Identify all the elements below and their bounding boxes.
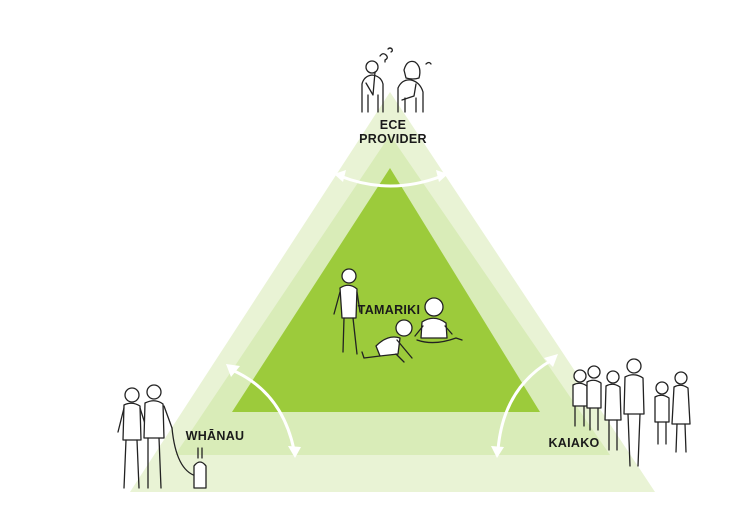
two-thinking-people-icon [361, 47, 432, 113]
label-provider: PROVIDER [359, 132, 427, 146]
playing-children-icon [333, 268, 463, 363]
group-of-teachers-icon [572, 358, 691, 467]
label-tamariki: TAMARIKI [358, 303, 421, 317]
inner-triangle [232, 168, 540, 412]
arrow-right [491, 354, 558, 458]
family-with-dog-icon [117, 384, 207, 489]
arrow-left [226, 364, 301, 458]
label-ece: ECE [380, 118, 407, 132]
label-whanau: WHĀNAU [186, 429, 245, 443]
arrow-top [334, 170, 448, 188]
label-kaiako: KAIAKO [548, 436, 599, 450]
